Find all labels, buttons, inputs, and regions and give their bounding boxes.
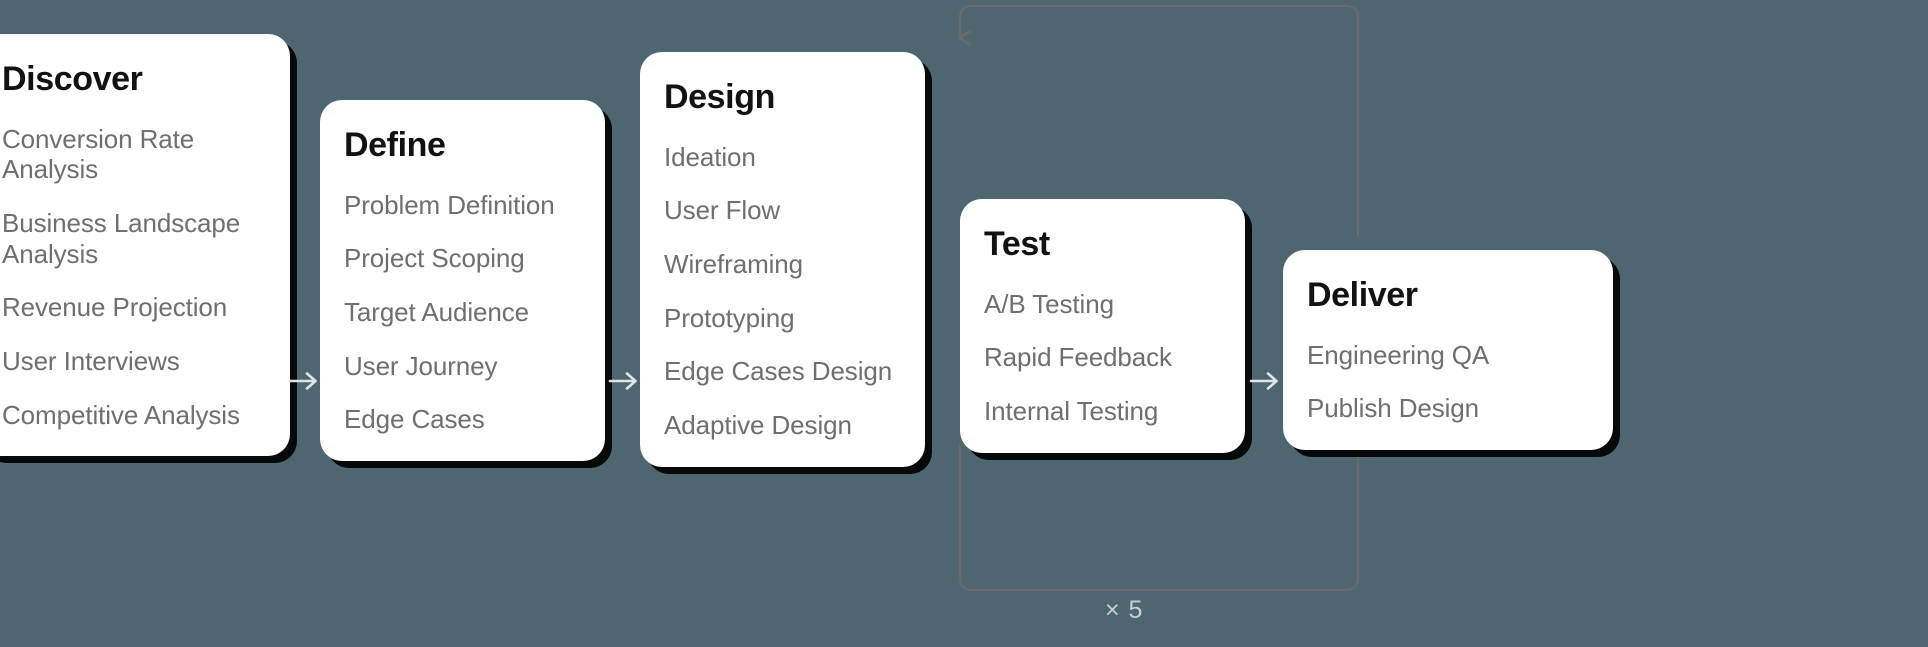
stage-card-design[interactable]: Design Ideation User Flow Wireframing Pr…	[640, 52, 925, 467]
list-item: User Journey	[344, 350, 498, 381]
feedback-loop-design-to-test	[958, 441, 1370, 592]
list-item: Edge Cases	[344, 404, 485, 435]
stage-item-list-design: Ideation User Flow Wireframing Prototypi…	[664, 142, 901, 441]
arrow-right-icon	[608, 372, 637, 390]
list-item: Edge Cases Design	[664, 356, 893, 387]
list-item: Wireframing	[664, 249, 804, 280]
repeat-count-label: × 5	[1105, 596, 1144, 624]
stage-item-list-deliver: Engineering QA Publish Design	[1307, 340, 1589, 424]
list-item: Business Landscape Analysis	[2, 208, 241, 269]
list-item: User Flow	[664, 195, 781, 226]
stage-card-discover[interactable]: Discover Conversion Rate Analysis Busine…	[0, 34, 290, 457]
list-item: User Interviews	[2, 346, 180, 377]
list-item: Prototyping	[664, 302, 795, 333]
list-item: Rapid Feedback	[984, 342, 1172, 373]
stage-title-deliver: Deliver	[1307, 276, 1418, 314]
list-item: Engineering QA	[1307, 339, 1490, 370]
list-item: Revenue Projection	[2, 292, 228, 323]
list-item: Internal Testing	[984, 396, 1159, 427]
list-item: Ideation	[664, 141, 756, 172]
stage-item-list-define: Problem Definition Project Scoping Targe…	[344, 190, 581, 435]
list-item: Target Audience	[344, 297, 529, 328]
list-item: Conversion Rate Analysis	[2, 123, 195, 185]
list-item: Competitive Analysis	[2, 399, 240, 430]
stage-title-test: Test	[984, 225, 1050, 263]
stage-card-deliver[interactable]: Deliver Engineering QA Publish Design	[1283, 250, 1613, 451]
stage-title-define: Define	[344, 126, 446, 164]
list-item: Problem Definition	[344, 189, 555, 220]
stage-card-define[interactable]: Define Problem Definition Project Scopin…	[320, 100, 605, 462]
arrow-right-icon	[288, 372, 317, 390]
stage-item-list-test: A/B Testing Rapid Feedback Internal Test…	[984, 289, 1221, 427]
stage-title-design: Design	[664, 78, 775, 116]
arrow-right-icon	[1249, 372, 1278, 390]
stage-card-test[interactable]: Test A/B Testing Rapid Feedback Internal…	[960, 199, 1245, 453]
list-item: A/B Testing	[984, 288, 1114, 319]
list-item: Adaptive Design	[664, 410, 852, 441]
list-item: Project Scoping	[344, 243, 525, 274]
stage-title-discover: Discover	[2, 60, 143, 98]
stage-item-list-discover: Conversion Rate Analysis Business Landsc…	[2, 124, 266, 431]
list-item: Publish Design	[1307, 393, 1480, 424]
